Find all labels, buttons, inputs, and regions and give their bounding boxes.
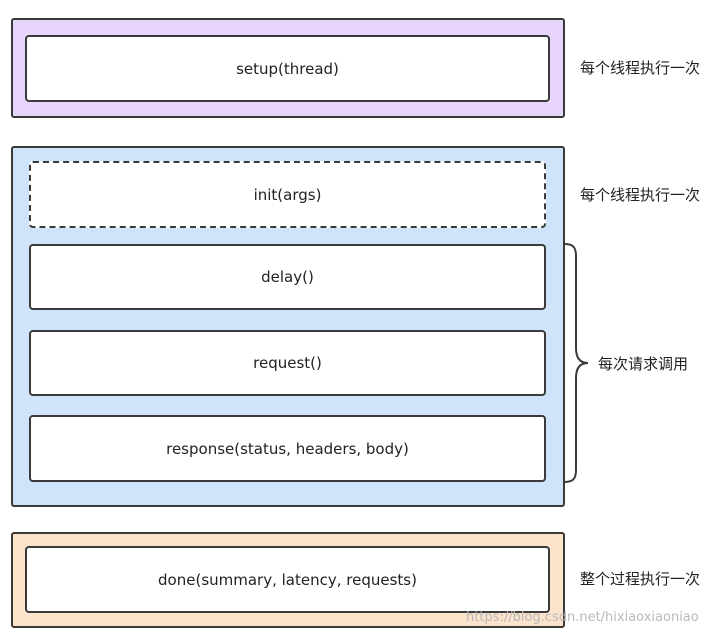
brace-note: 每次请求调用	[598, 355, 689, 373]
setup-box: setup(thread)	[25, 35, 550, 102]
watermark-text: https://blog.csdn.net/hixiaoxiaoniao	[466, 610, 699, 625]
request-box: request()	[29, 330, 546, 396]
delay-box: delay()	[29, 244, 546, 310]
done-box: done(summary, latency, requests)	[25, 546, 550, 613]
right-brace-icon	[563, 243, 589, 483]
done-note: 整个过程执行一次	[580, 570, 701, 588]
init-box: init(args)	[29, 161, 546, 228]
setup-note: 每个线程执行一次	[580, 59, 701, 77]
response-box: response(status, headers, body)	[29, 415, 546, 482]
init-note: 每个线程执行一次	[580, 186, 701, 204]
